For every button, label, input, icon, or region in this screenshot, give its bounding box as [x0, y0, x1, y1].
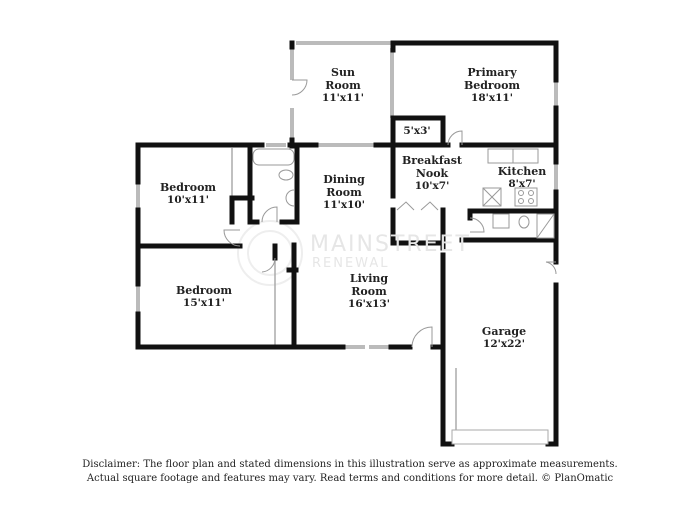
bathtub-icon: [252, 148, 295, 166]
room-name: Living: [349, 272, 389, 285]
room-dims: 12'x22': [483, 338, 525, 350]
room-dims: 11'x10': [323, 199, 365, 211]
sink-icon: [285, 189, 295, 207]
windows: [136, 41, 558, 349]
watermark-text: MAINSTREET: [310, 232, 471, 257]
walls: [135, 40, 559, 447]
room-label-primary-bedroom: Primary Bedroom 18'x11': [464, 66, 520, 105]
door-front: [411, 326, 433, 348]
room-name: Dining: [323, 173, 365, 186]
room-dims: 5'x3': [403, 125, 431, 137]
room-dims: 15'x11': [183, 297, 225, 309]
room-label-dining-room: Dining Room 11'x10': [323, 173, 365, 212]
room-label-living-room: Living Room 16'x13': [348, 272, 390, 311]
door-bedroom1: [223, 229, 241, 247]
doors[interactable]: [223, 79, 557, 348]
watermark-subtext: RENEWAL: [312, 256, 390, 271]
room-name: Garage: [481, 325, 527, 338]
door-laundry: [469, 217, 485, 233]
room-label-garage: Garage 12'x22': [482, 325, 526, 351]
room-name: Primary: [467, 66, 517, 79]
door-primary: [447, 130, 463, 146]
door-bedroom2: [261, 257, 276, 273]
interior-partitions: [231, 148, 457, 430]
disclaimer-line-1: Disclaimer: The floor plan and stated di…: [82, 459, 618, 470]
room-dims: 8'x7': [508, 178, 536, 190]
room-label-bedroom-1: Bedroom 10'x11': [160, 181, 216, 207]
laundry-sink-icon: [492, 213, 510, 229]
door-pantry-right: [420, 201, 439, 211]
room-label-breakfast-nook: Breakfast Nook 10'x7': [402, 154, 462, 193]
fridge-icon: [482, 187, 502, 207]
fixtures: [252, 148, 555, 239]
disclaimer: Disclaimer: The floor plan and stated di…: [0, 458, 700, 486]
room-label-bedroom-2: Bedroom 15'x11': [176, 284, 232, 310]
door-bath: [261, 206, 278, 223]
room-name: Sun: [331, 66, 355, 79]
room-name: Bedroom: [159, 181, 217, 194]
room-label-kitchen: Kitchen 8'x7': [498, 165, 547, 191]
room-name: Room: [325, 79, 361, 92]
disclaimer-line-2: Actual square footage and features may v…: [86, 473, 614, 484]
room-name: Bedroom: [175, 284, 233, 297]
room-name: Room: [326, 186, 362, 199]
garage-door: [451, 429, 549, 445]
stove-icon: [514, 187, 538, 207]
laundry-toilet-icon: [518, 215, 530, 229]
toilet-icon: [278, 169, 294, 181]
room-dims: 11'x11': [322, 92, 364, 104]
room-dims: 10'x7': [414, 180, 450, 192]
door-sun-room: [291, 79, 308, 96]
room-dims: 16'x13': [348, 298, 390, 310]
room-name: Kitchen: [497, 165, 547, 178]
room-label-closet: 5'x3': [403, 125, 430, 138]
room-dims: 10'x11': [167, 194, 209, 206]
room-label-sun-room: Sun Room 11'x11': [322, 66, 364, 105]
shower-icon: [536, 213, 555, 239]
room-name: Room: [351, 285, 387, 298]
room-name: Breakfast: [402, 154, 462, 167]
door-garage-side: [545, 261, 557, 275]
room-name: Nook: [415, 167, 449, 180]
room-name: Bedroom: [463, 79, 521, 92]
room-dims: 18'x11': [471, 92, 513, 104]
door-pantry-left: [396, 201, 415, 211]
